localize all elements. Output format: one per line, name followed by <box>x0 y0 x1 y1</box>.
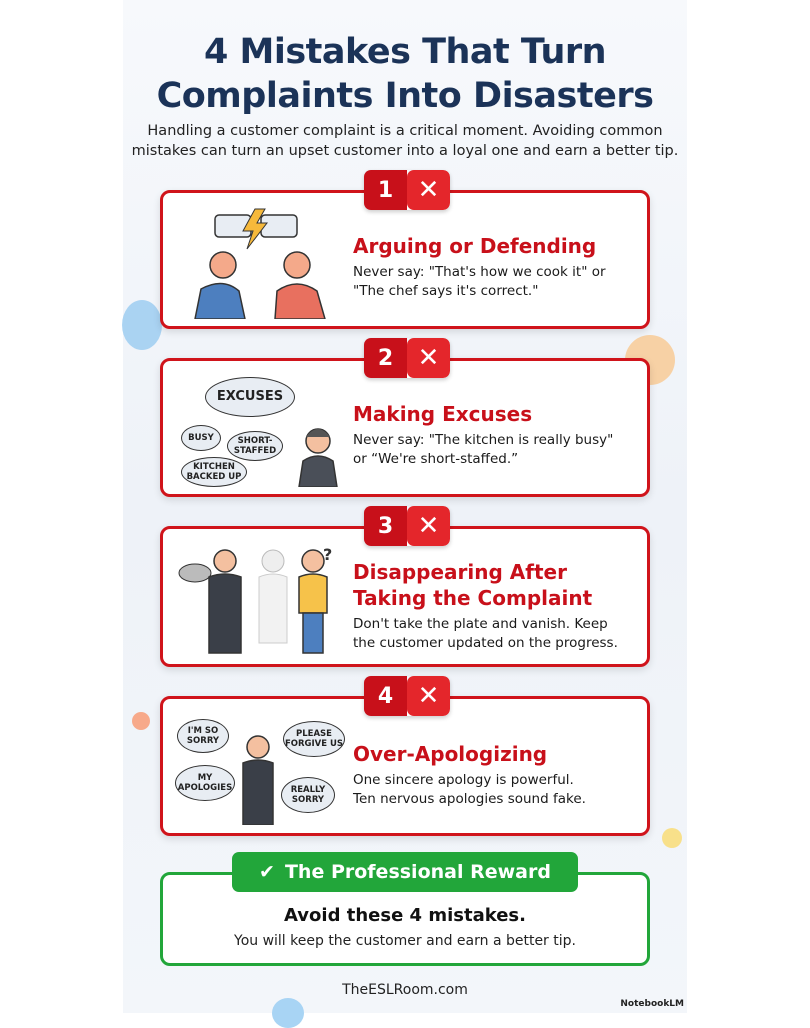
checkmark-icon: ✔ <box>259 861 275 883</box>
mistake-heading: Making Excuses <box>353 402 533 426</box>
mistake-description: One sincere apology is powerful. Ten nerv… <box>353 771 637 809</box>
title-line: Complaints Into Disasters <box>156 76 654 116</box>
mistake-text: Arguing or Defending Never say: "That's … <box>353 233 637 301</box>
x-icon: ✕ <box>407 506 450 546</box>
speech-bubble: SHORT-STAFFED <box>227 431 283 461</box>
speech-bubble: PLEASE FORGIVE US <box>283 721 345 757</box>
x-icon: ✕ <box>407 676 450 716</box>
description-line: Ten nervous apologies sound fake. <box>353 791 586 807</box>
mistake-badge: 4✕ <box>364 676 450 716</box>
arguing-illustration <box>194 208 326 319</box>
watermark-label: NotebookLM <box>620 999 684 1009</box>
waitress-icon <box>298 428 338 487</box>
mistake-number: 3 <box>364 506 407 546</box>
heading-line: Taking the Complaint <box>353 586 593 610</box>
description-line: Don't take the plate and vanish. Keep <box>353 616 608 632</box>
mistake-card-1: 1✕ Arguing or Defending Never say: "That… <box>160 170 650 329</box>
mistake-text: Making Excuses Never say: "The kitchen i… <box>353 401 637 469</box>
reward-heading: Avoid these 4 mistakes. <box>284 905 526 926</box>
mistake-text: Over-Apologizing One sincere apology is … <box>353 741 637 809</box>
mistake-description: Don't take the plate and vanish. Keep the… <box>353 615 637 653</box>
mistake-description: Never say: "The kitchen is really busy" o… <box>353 431 637 469</box>
reward-badge: ✔ The Professional Reward <box>232 852 578 892</box>
description-line: the customer updated on the progress. <box>353 635 618 651</box>
description-line: or “We're short-staffed.” <box>353 451 519 467</box>
speech-bubble: REALLY SORRY <box>281 777 335 813</box>
decor-dot <box>132 712 150 730</box>
mistake-number: 4 <box>364 676 407 716</box>
title-line: 4 Mistakes That Turn <box>203 32 607 72</box>
decor-dot <box>662 828 682 848</box>
reward-badge-label: The Professional Reward <box>284 861 551 883</box>
description-line: Never say: "That's how we cook it" or <box>353 264 606 280</box>
mistake-description: Never say: "That's how we cook it" or "Th… <box>353 263 637 301</box>
subtitle-line: Handling a customer complaint is a criti… <box>147 123 663 139</box>
x-icon: ✕ <box>407 338 450 378</box>
excuses-illustration: EXCUSES BUSY SHORT-STAFFED KITCHEN BACKE… <box>175 375 345 487</box>
mistake-card-4: 4✕ I'M SO SORRY PLEASE FORGIVE US MY APO… <box>160 676 650 836</box>
mistake-heading: Over-Apologizing <box>353 742 548 766</box>
mistake-badge: 2✕ <box>364 338 450 378</box>
mistake-badge: 3✕ <box>364 506 450 546</box>
speech-bubble: I'M SO SORRY <box>177 719 229 753</box>
speech-bubble: KITCHEN BACKED UP <box>181 457 247 487</box>
subtitle: Handling a customer complaint is a criti… <box>0 121 810 161</box>
mistake-number: 2 <box>364 338 407 378</box>
description-line: One sincere apology is powerful. <box>353 772 574 788</box>
mistake-badge: 1✕ <box>364 170 450 210</box>
x-icon: ✕ <box>407 170 450 210</box>
decor-dot <box>122 300 162 350</box>
thought-bubble: EXCUSES <box>205 377 295 417</box>
mistake-heading: Arguing or Defending <box>353 234 597 258</box>
speech-bubble: BUSY <box>181 425 221 451</box>
reward-description: You will keep the customer and earn a be… <box>234 933 576 949</box>
apologizing-illustration: I'M SO SORRY PLEASE FORGIVE US MY APOLOG… <box>175 713 345 825</box>
heading-line: Disappearing After <box>353 560 567 584</box>
description-line: Never say: "The kitchen is really busy" <box>353 432 614 448</box>
subtitle-line: mistakes can turn an upset customer into… <box>131 143 679 159</box>
description-line: "The chef says it's correct." <box>353 283 539 299</box>
decor-dot <box>272 998 304 1028</box>
mistake-card-2: 2✕ EXCUSES BUSY SHORT-STAFFED KITCHEN BA… <box>160 338 650 497</box>
speech-bubble: MY APOLOGIES <box>175 765 235 801</box>
disappearing-waiter-illustration <box>178 549 328 654</box>
notebooklm-watermark: NotebookLM <box>620 999 684 1009</box>
footer-site: TheESLRoom.com <box>342 982 468 998</box>
mistake-number: 1 <box>364 170 407 210</box>
waiter-icon <box>242 735 274 825</box>
question-mark-icon: ? <box>323 545 333 564</box>
